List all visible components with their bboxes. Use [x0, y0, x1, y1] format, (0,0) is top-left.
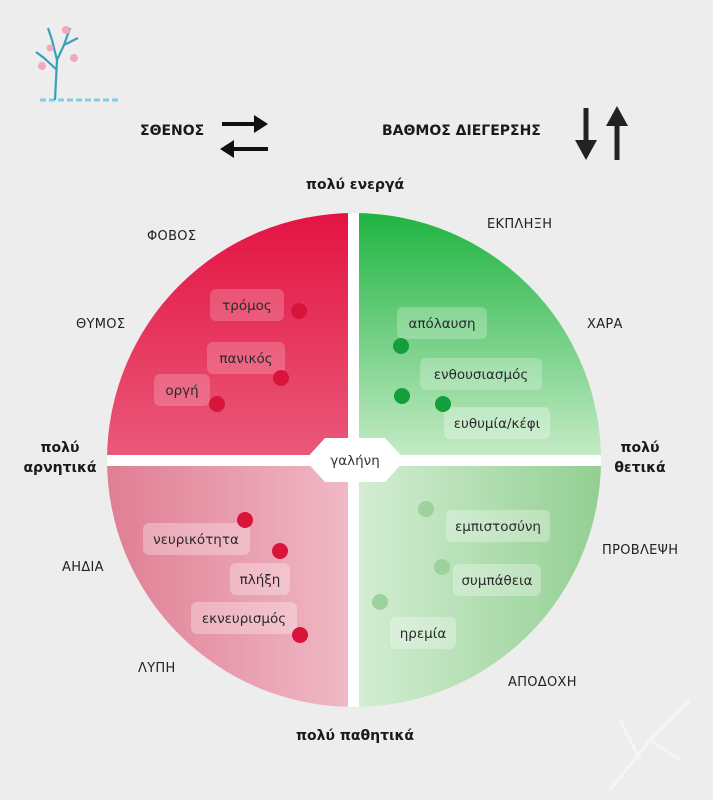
feeling-dot-orgi	[209, 396, 225, 412]
emotion-surprise: ΕΚΠΛΗΞΗ	[487, 217, 553, 232]
feeling-label-enthousiasmos: ενθουσιασμός	[434, 367, 529, 383]
center-label: γαλήνη	[330, 453, 380, 469]
emotion-anger: ΘΥΜΟΣ	[76, 317, 126, 332]
feeling-dot-eknevrismos	[292, 627, 308, 643]
feeling-label-efthymia: ευθυμία/κέφι	[454, 416, 541, 432]
axis-label-left: πολύ αρνητικά	[10, 438, 110, 478]
quadrant-negative-passive	[107, 460, 354, 707]
axis-label-right-line1: πολύ	[620, 440, 660, 456]
axis-label-bottom: πολύ παθητικά	[295, 728, 415, 744]
axis-label-left-line2: αρνητικά	[23, 460, 97, 476]
up-down-arrows-icon	[575, 106, 628, 160]
feeling-dot-iremia	[372, 594, 388, 610]
feeling-label-sympatheia: συμπάθεια	[461, 573, 532, 589]
axis-label-left-line1: πολύ	[40, 440, 80, 456]
feeling-label-panikos: πανικός	[219, 351, 272, 367]
emotion-anxiety: ΑΗΔΙΑ	[62, 560, 104, 575]
feeling-label-empistosyni: εμπιστοσύνη	[455, 519, 541, 535]
arousal-label: ΒΑΘΜΟΣ ΔΙΕΓΕΡΣΗΣ	[382, 123, 541, 139]
bidirectional-horizontal-arrows-icon	[220, 115, 268, 158]
feeling-dot-tromos	[291, 303, 307, 319]
emotion-fear: ΦΟΒΟΣ	[147, 229, 197, 244]
quadrant-negative-active	[107, 213, 354, 460]
feeling-dot-empistosyni	[418, 501, 434, 517]
emotion-joy: ΧΑΡΑ	[587, 317, 623, 332]
feeling-label-nevrikotita: νευρικότητα	[153, 532, 239, 548]
center-diamond	[305, 438, 405, 482]
feeling-label-eknevrismos: εκνευρισμός	[202, 611, 286, 627]
faint-branch-decoration	[608, 698, 692, 791]
feeling-dot-apolafsi	[393, 338, 409, 354]
feeling-label-tromos: τρόμος	[222, 298, 272, 314]
emotion-anticipation: ΠΡΟΒΛΕΨΗ	[602, 543, 679, 558]
tree-logo	[35, 26, 120, 102]
feeling-dot-efthymia	[435, 396, 451, 412]
emotion-acceptance: ΑΠΟΔΟΧΗ	[508, 675, 577, 690]
feeling-dot-nevrikotita	[237, 512, 253, 528]
axis-label-right: πολύ θετικά	[600, 438, 680, 478]
emotion-sadness: ΛΥΠΗ	[138, 661, 176, 676]
feeling-label-plixi: πλήξη	[240, 572, 281, 588]
feeling-label-iremia: ηρεμία	[400, 626, 447, 642]
axis-label-right-line2: θετικά	[614, 460, 666, 476]
intensity-label: ΣΘΕΝΟΣ	[140, 123, 205, 139]
axis-label-top: πολύ ενεργά	[305, 177, 405, 193]
feeling-dot-plixi	[272, 543, 288, 559]
feeling-label-orgi: οργή	[165, 383, 198, 399]
feeling-label-apolafsi: απόλαυση	[408, 316, 475, 332]
feeling-dot-enthousiasmos	[394, 388, 410, 404]
feeling-dot-panikos	[273, 370, 289, 386]
feeling-dot-sympatheia	[434, 559, 450, 575]
